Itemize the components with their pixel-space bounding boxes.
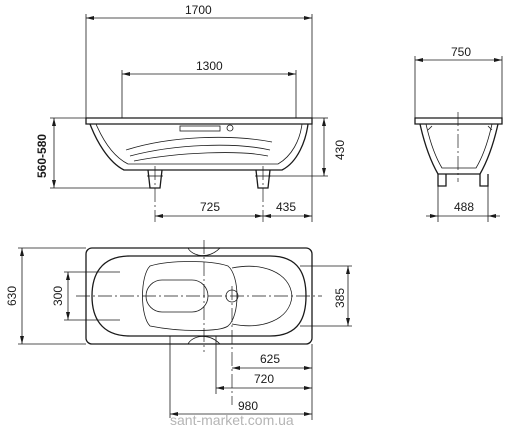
dim-leg-from-end: 980 <box>169 336 312 418</box>
dim-overflow-from-end: 720 <box>215 336 312 394</box>
end-view <box>414 112 503 187</box>
dim-drain-from-end: 625 <box>232 344 313 420</box>
dim-leg-from-end-label: 980 <box>238 399 258 413</box>
dim-leg-spacing: 725 435 <box>155 124 313 222</box>
dim-inner-width-plan: 300 <box>51 271 120 321</box>
dim-drain-width-label: 385 <box>333 288 347 308</box>
dim-overall-width-plan: 630 <box>5 247 86 345</box>
dim-tub-depth-label: 430 <box>333 140 347 160</box>
dim-overall-length-label: 1700 <box>185 3 212 17</box>
dim-base-width-label: 488 <box>454 200 474 214</box>
dim-drain-width: 385 <box>300 265 352 327</box>
dim-height-range-label: 560-580 <box>35 134 49 178</box>
dim-inner-length: 1300 <box>121 59 297 118</box>
dim-overall-length: 1700 <box>85 3 313 118</box>
watermark: sant-market.com.ua <box>170 412 294 428</box>
plan-view <box>76 240 322 405</box>
dim-leg-offset-label: 435 <box>276 200 296 214</box>
dim-base-width: 488 <box>426 186 500 222</box>
dim-height-range: 560-580 <box>35 117 150 189</box>
dim-leg-spacing-label: 725 <box>200 200 220 214</box>
dim-overflow-from-end-label: 720 <box>254 372 274 386</box>
side-view <box>85 117 313 222</box>
dim-tub-depth: 430 <box>270 117 347 177</box>
dim-inner-width-plan-label: 300 <box>51 286 65 306</box>
dim-drain-from-end-label: 625 <box>260 352 280 366</box>
dim-overall-width-label: 750 <box>451 45 471 59</box>
dim-inner-length-label: 1300 <box>196 59 223 73</box>
dim-overall-width: 750 <box>414 45 503 118</box>
dim-overall-width-plan-label: 630 <box>5 286 19 306</box>
